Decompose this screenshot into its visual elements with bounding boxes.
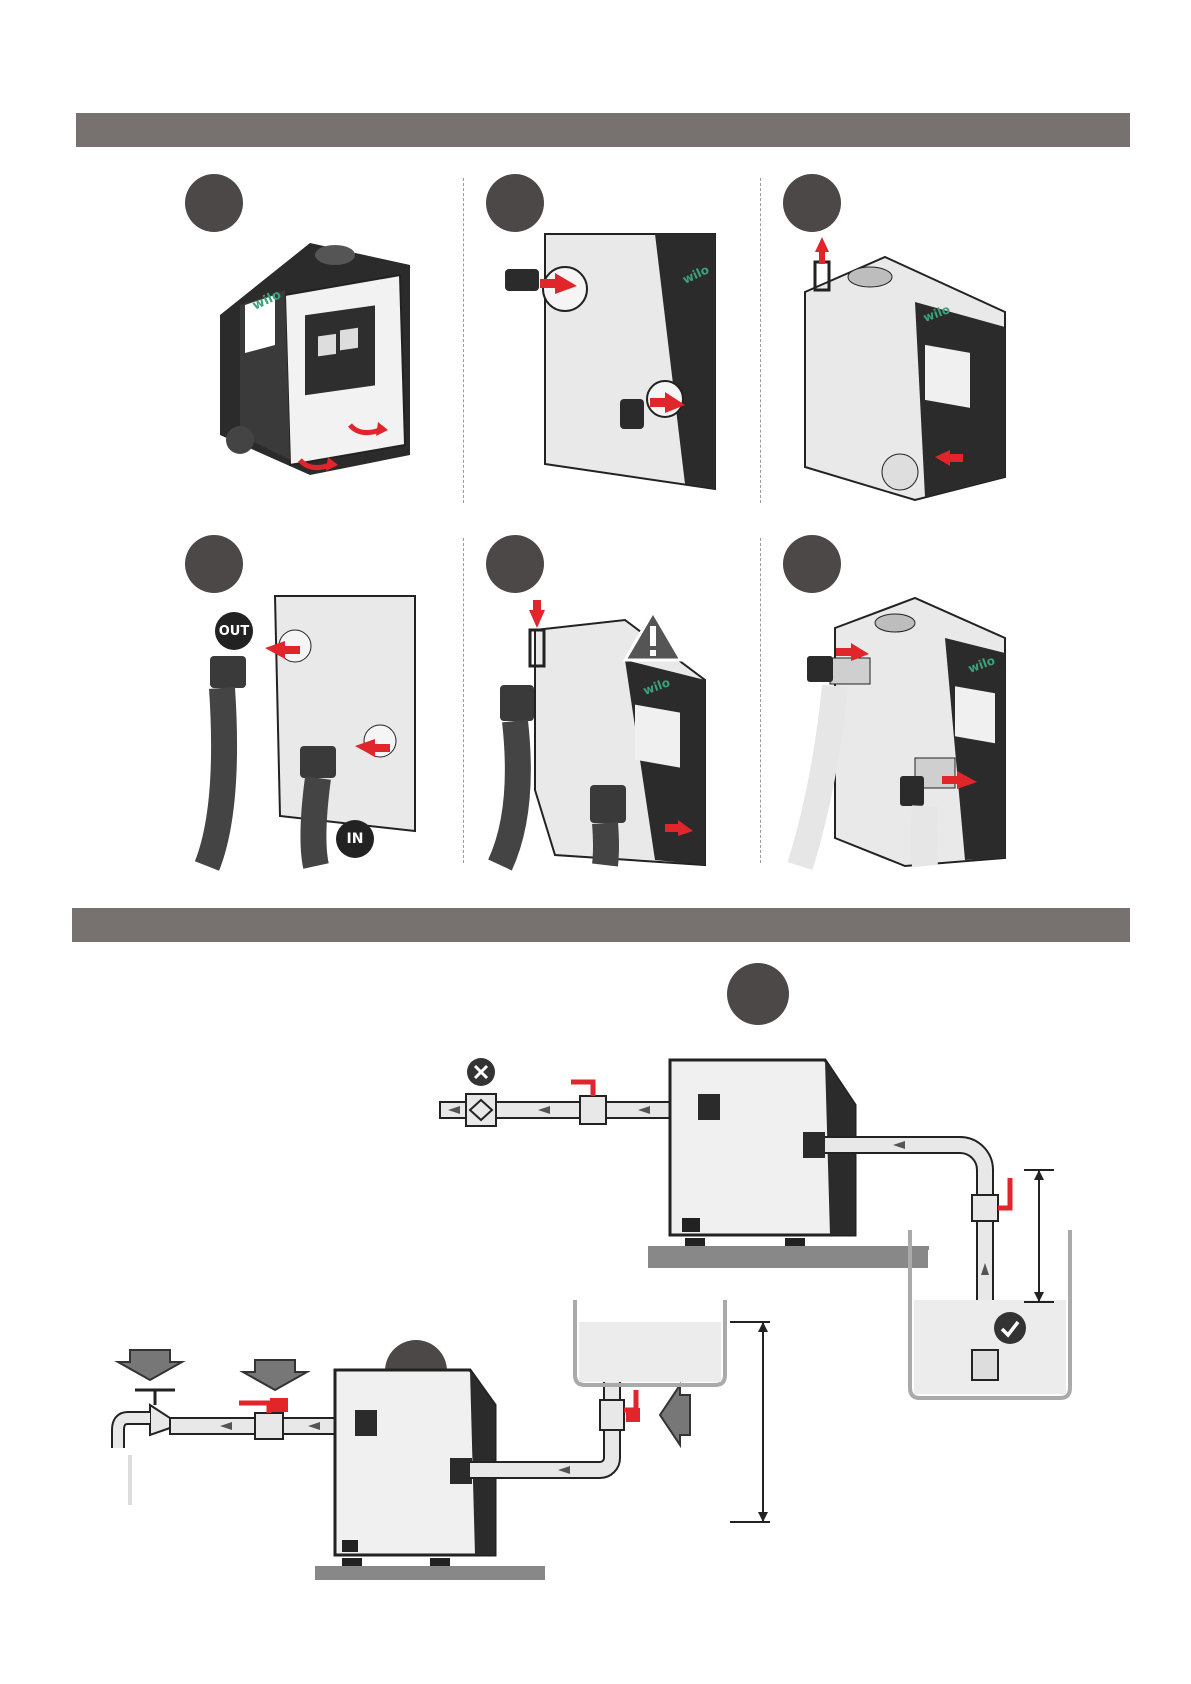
- pump-illustration-step-3: wilo: [795, 232, 1010, 502]
- check-circle-icon: [993, 1311, 1027, 1345]
- column-divider: [463, 178, 464, 503]
- pump-illustration-step-6: wilo: [795, 598, 1010, 866]
- out-label-badge: OUT: [215, 612, 253, 650]
- step-badge-6: [783, 535, 841, 593]
- step-badge-installation-a: [727, 963, 789, 1025]
- step-badge-4: [185, 535, 243, 593]
- column-divider: [463, 538, 464, 863]
- section-header-bar-middle: [72, 908, 1130, 942]
- column-divider: [760, 538, 761, 863]
- warning-triangle-icon: [623, 610, 683, 662]
- cross-circle-icon: [466, 1057, 496, 1087]
- installation-diagram-supply: [110, 1300, 800, 1630]
- column-divider: [760, 178, 761, 503]
- in-label-badge: IN: [336, 820, 374, 858]
- step-badge-5: [486, 535, 544, 593]
- pump-illustration-step-1: [200, 235, 420, 485]
- step-badge-3: [783, 174, 841, 232]
- pump-illustration-step-2: wilo: [505, 234, 715, 489]
- section-header-bar-top: [76, 113, 1130, 147]
- step-badge-2: [486, 174, 544, 232]
- step-badge-1: [185, 174, 243, 232]
